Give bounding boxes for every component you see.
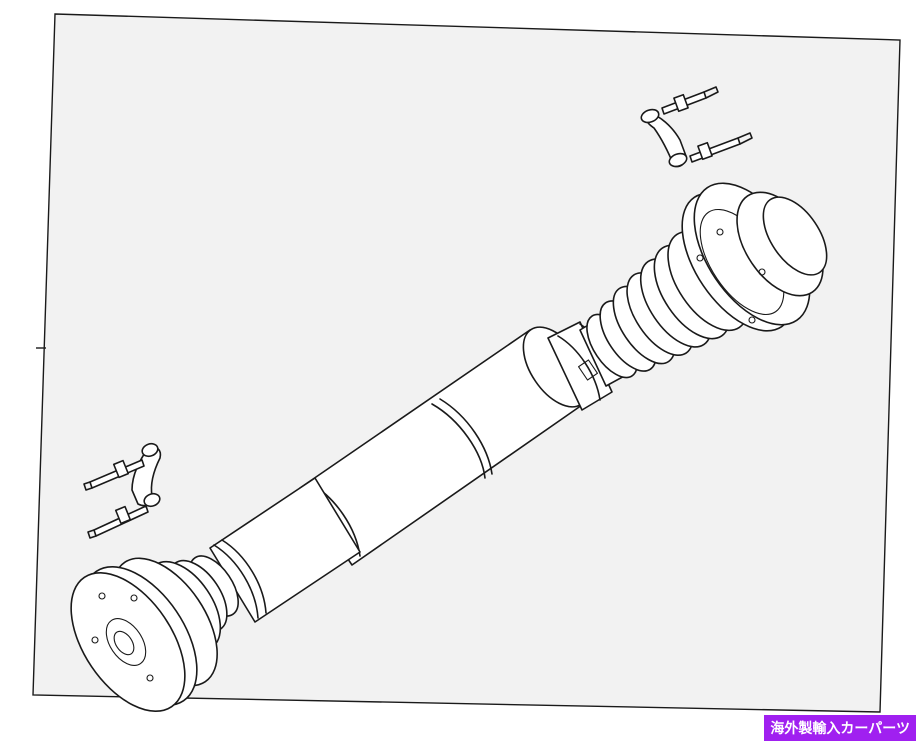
bolts-and-strap-front [83,442,162,539]
bolts-and-strap-rear [640,86,753,168]
rear-cv-joint [681,182,828,332]
watermark-label: 海外製輸入カーパーツ [764,715,916,741]
front-flange [70,557,218,712]
